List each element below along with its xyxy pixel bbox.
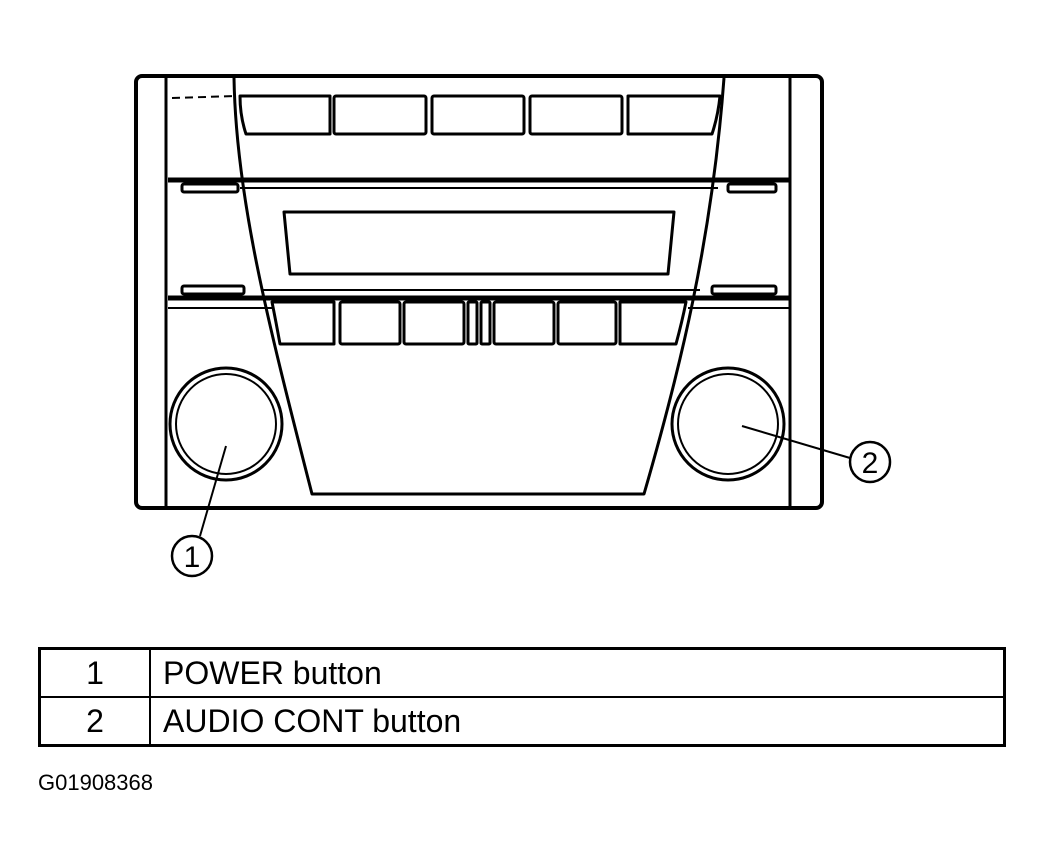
center-bezel: [232, 77, 726, 496]
callout-1-circle: [170, 534, 214, 578]
top-button-row: [238, 94, 722, 136]
lower-button: [618, 300, 688, 346]
legend-row: 1 POWER button: [38, 647, 1006, 698]
lower-button: [492, 300, 556, 346]
audio-cont-knob: [670, 366, 786, 482]
leader-line-1: [199, 445, 227, 537]
radio-housing: [134, 74, 824, 510]
figure-code: G01908368: [38, 770, 153, 795]
top-button: [626, 94, 722, 136]
lower-button: [338, 300, 402, 346]
legend-number: 1: [38, 647, 151, 698]
display-window: [282, 210, 676, 276]
lower-button-row: [270, 300, 688, 346]
dashed-trim-line: [171, 95, 237, 99]
band-slot: [710, 284, 778, 296]
legend-row: 2 AUDIO CONT button: [38, 696, 1006, 747]
band-slot: [180, 182, 240, 194]
lower-button: [270, 300, 336, 346]
top-button: [528, 94, 624, 136]
lower-button: [556, 300, 618, 346]
power-knob: [168, 366, 284, 482]
band-slot: [726, 182, 778, 194]
lower-button: [479, 300, 492, 346]
callout-legend-table: 1 POWER button 2 AUDIO CONT button: [38, 647, 1006, 747]
callout-2: 2: [848, 440, 892, 484]
callout-2-number: 2: [862, 447, 879, 480]
callout-1: 1: [170, 534, 214, 578]
lower-button: [402, 300, 466, 346]
leader-line-2: [741, 425, 851, 459]
callout-1-number: 1: [184, 541, 201, 574]
legend-number: 2: [38, 696, 151, 747]
top-button: [238, 94, 332, 136]
radio-unit-diagram: 1 2: [134, 74, 892, 578]
top-button: [430, 94, 526, 136]
callout-2-circle: [848, 440, 892, 484]
legend-label: AUDIO CONT button: [149, 696, 1006, 747]
band-slot: [180, 284, 246, 296]
lower-button: [466, 300, 479, 346]
top-button: [332, 94, 428, 136]
legend-label: POWER button: [149, 647, 1006, 698]
